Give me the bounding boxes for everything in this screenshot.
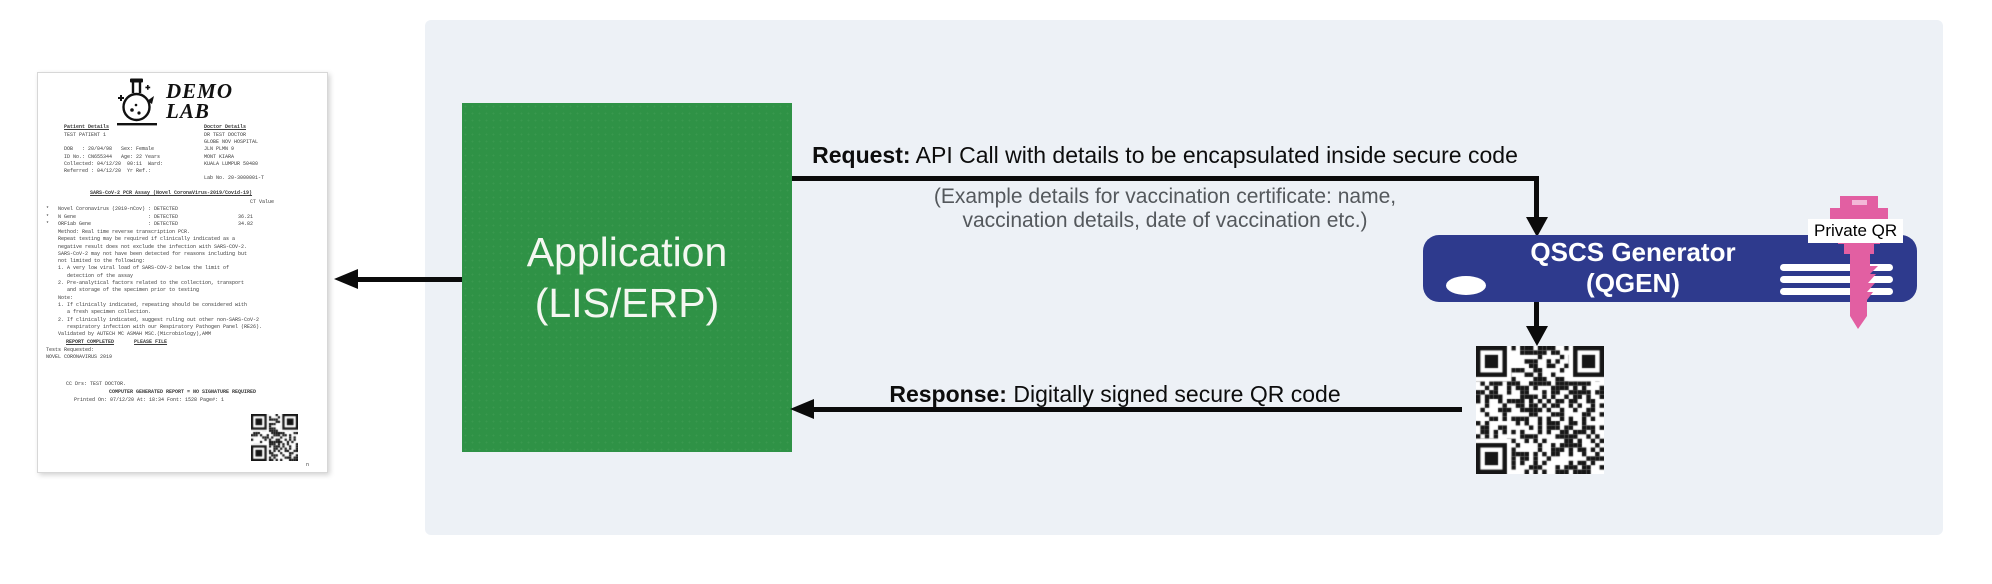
request-label: Request: API Call with details to be enc… [790, 142, 1540, 169]
generator-power-light [1446, 276, 1486, 295]
request-arrow-hline [792, 176, 1539, 181]
application-box-label-line2: (LIS/ERP) [534, 279, 720, 326]
patient-details-block: TEST PATIENT 1 DOB : 20/04/98 Sex: Femal… [64, 132, 164, 175]
response-label-text: Digitally signed secure QR code [1006, 381, 1341, 407]
output-arrowhead-left-icon [334, 269, 358, 289]
qscs-generator-label-line2: (QGEN) [1586, 268, 1680, 298]
computer-generated-line: COMPUTER GENERATED REPORT = NO SIGNATURE… [108, 389, 257, 395]
generator-to-qr-arrowhead-icon [1526, 326, 1548, 346]
assay-title: SARS-CoV-2 PCR Assay (Novel CoronaVirus-… [90, 190, 253, 196]
private-key-icon [1830, 196, 1888, 329]
request-label-text: API Call with details to be encapsulated… [910, 142, 1518, 168]
response-arrowhead-left-icon [790, 399, 814, 419]
request-arrow-vline [1534, 176, 1539, 220]
page-corner-mark: n [306, 462, 310, 468]
report-completed-stamp: REPORT COMPLETED [66, 339, 115, 345]
report-qr-code [251, 414, 298, 461]
output-arrow-line [356, 277, 462, 282]
tests-requested-value: NOVEL CORONAVIRUS 2019 [46, 354, 113, 360]
patient-details-heading: Patient Details [64, 124, 110, 130]
qscs-generator-label: QSCS Generator (QGEN) [1423, 233, 1843, 303]
report-body-text: Method: Real time reverse transcription … [58, 229, 263, 338]
please-file-stamp: PLEASE FILE [134, 339, 168, 345]
response-label-bold: Response: [889, 381, 1007, 407]
qscs-generator-label-line1: QSCS Generator [1530, 237, 1736, 267]
private-qr-tag: Private QR [1808, 219, 1904, 243]
cc-doctors-line: CC Drs: TEST DOCTOR. [66, 381, 127, 387]
generator-vent-line [1780, 288, 1893, 295]
application-box-label-line1: Application [526, 228, 728, 275]
request-arrowhead-down-icon [1526, 217, 1548, 237]
generator-vent-line [1780, 264, 1893, 271]
request-example-note: (Example details for vaccination certifi… [835, 185, 1495, 233]
result-lines: * Novel Coronavirus (2019-nCov) : DETECT… [46, 206, 254, 228]
doctor-details-heading: Doctor Details [204, 124, 247, 130]
tests-requested-label: Tests Requested: [46, 347, 95, 353]
doctor-details-block: DR TEST DOCTOR GLOBE NOV HOSPITAL JLN PL… [204, 132, 265, 182]
generator-vent-line [1780, 276, 1893, 283]
response-arrow-line [808, 407, 1462, 412]
flask-icon [114, 77, 160, 127]
request-label-bold: Request: [812, 142, 911, 168]
request-example-line1: (Example details for vaccination certifi… [933, 185, 1397, 208]
secure-qr-code [1476, 346, 1604, 474]
printed-on-line: Printed On: 07/12/20 At: 18:34 Font: 152… [74, 397, 225, 403]
ct-value-header: CT Value [250, 199, 275, 205]
application-box: Application (LIS/ERP) [462, 103, 792, 452]
request-example-line2: vaccination details, date of vaccination… [962, 209, 1368, 232]
response-label: Response: Digitally signed secure QR cod… [790, 381, 1440, 408]
generator-to-qr-arrow-line [1534, 302, 1539, 328]
